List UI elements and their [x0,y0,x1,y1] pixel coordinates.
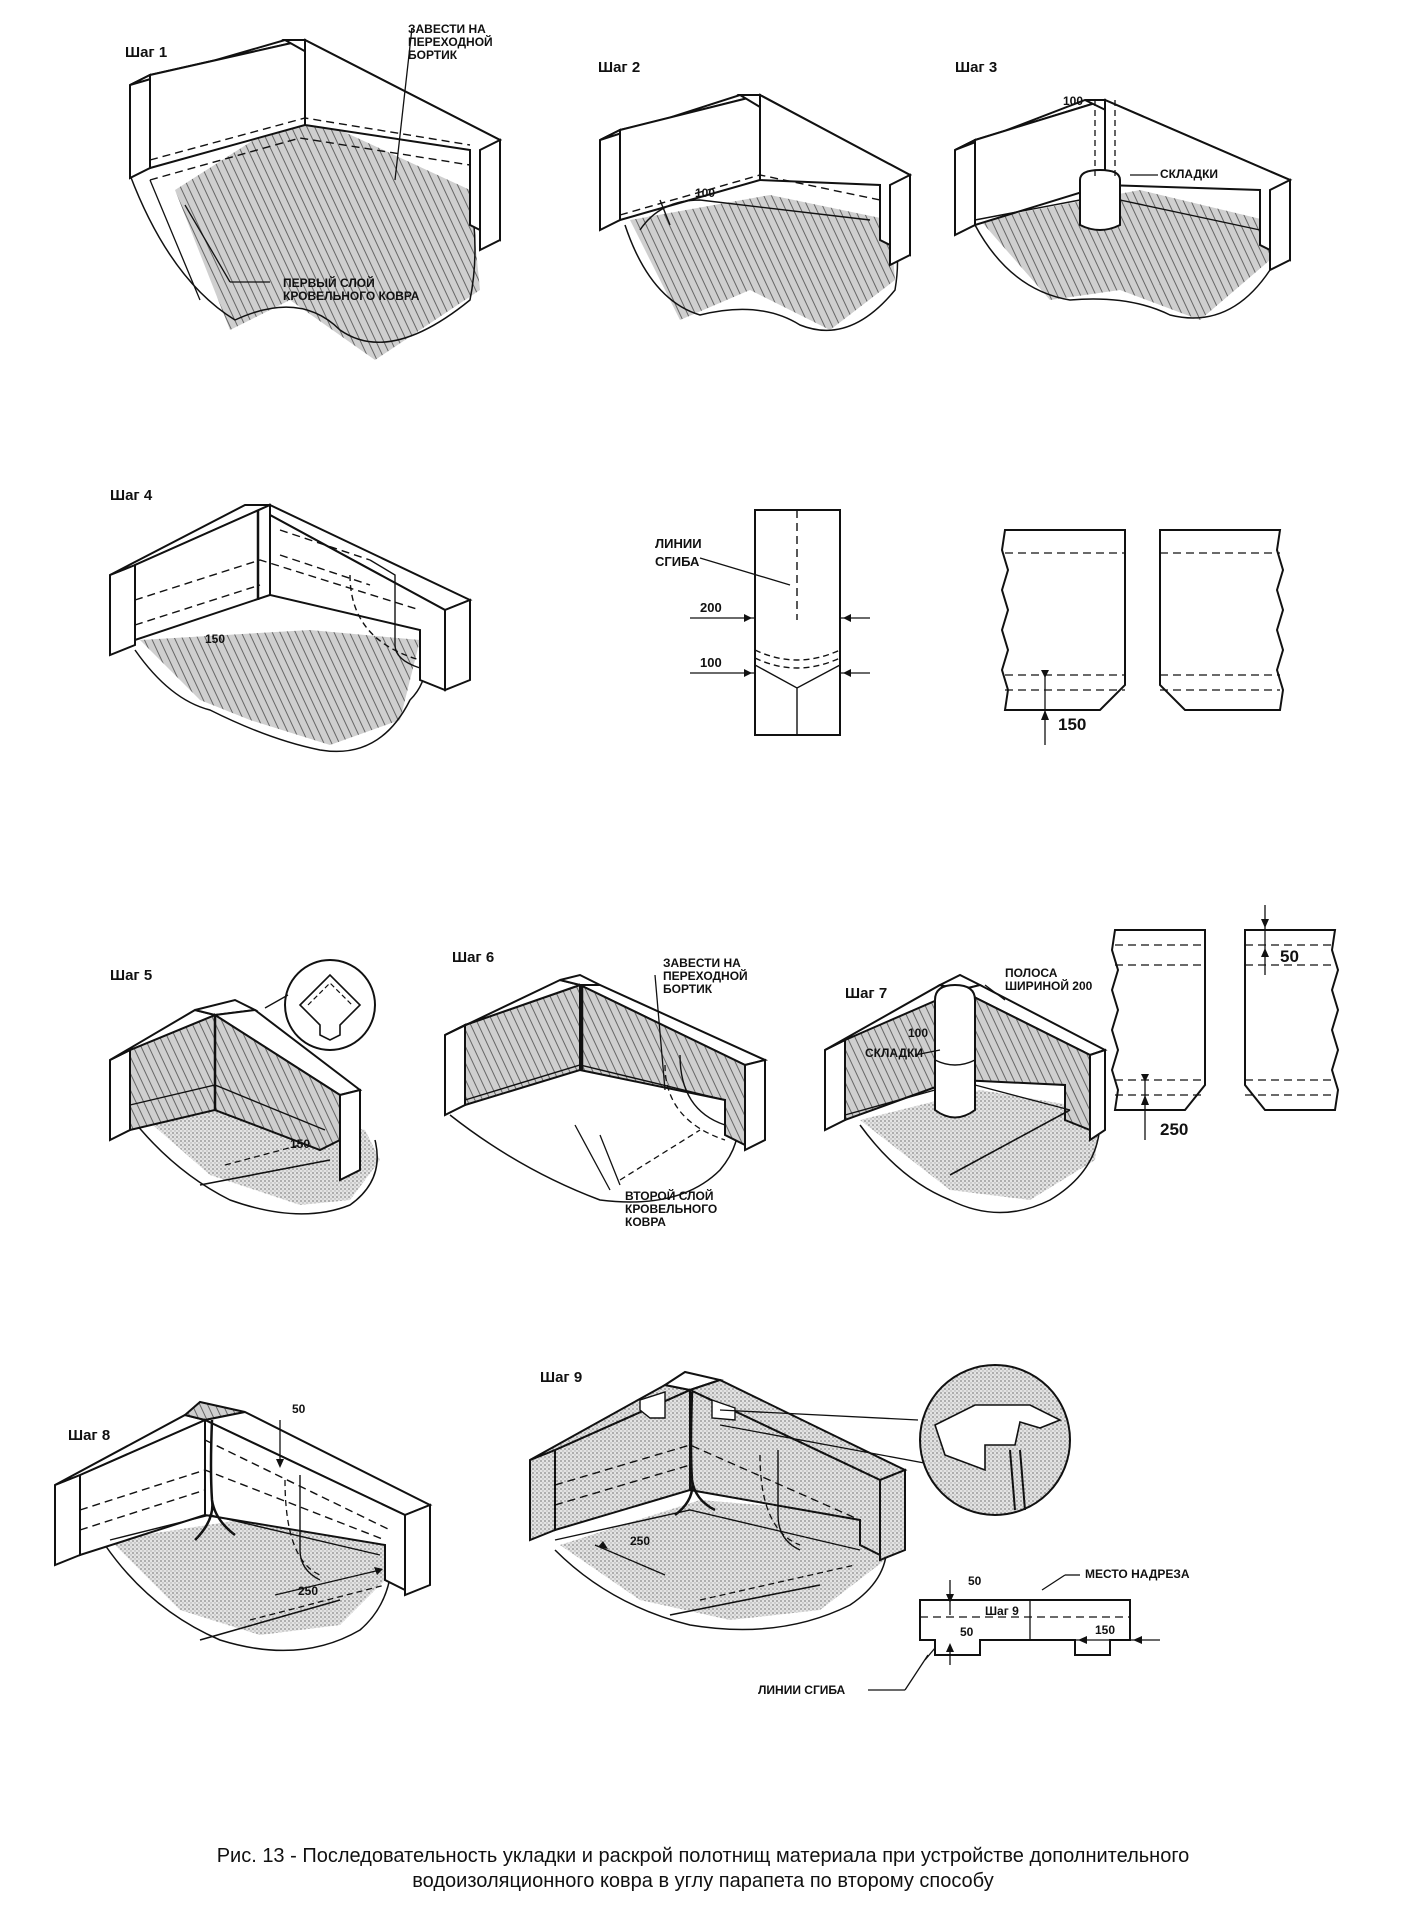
note-s6-bottom-1: ВТОРОЙ СЛОЙ [625,1188,713,1203]
dim-s4-floor: 150 [205,632,225,646]
dim-s9-250: 250 [630,1534,650,1548]
step9-title: Шаг 9 [540,1369,582,1386]
step9-cut-pattern [868,1574,1160,1691]
note-s1-top-1: ЗАВЕСТИ НА [408,22,486,36]
step6-diagram [444,973,769,1203]
step4-cut-sheets [1000,529,1285,745]
dim-s7-50: 50 [1280,947,1299,966]
dim-s4-200: 200 [700,600,722,615]
note-s6-top-3: БОРТИК [663,982,713,996]
step4-title: Шаг 4 [110,487,153,504]
figure-caption-line-1: Рис. 13 - Последовательность укладки и р… [216,1845,1190,1867]
note-s6-top-2: ПЕРЕХОДНОЙ [663,968,748,983]
step8-title: Шаг 8 [68,1427,110,1444]
dim-s3: 100 [1063,94,1083,108]
dim-s9-50a: 50 [968,1574,982,1588]
note-s1-top-3: БОРТИК [408,48,458,62]
step6-title: Шаг 6 [452,949,494,966]
dim-s9-150: 150 [1095,1623,1115,1637]
note-s4-fold-lines-2: СГИБА [655,554,700,569]
step7-diagram [824,973,1108,1214]
step2-diagram [599,93,913,332]
note-s1-top-2: ПЕРЕХОДНОЙ [408,34,493,49]
dim-s7-250: 250 [1160,1120,1188,1139]
step2-title: Шаг 2 [598,59,640,76]
note-s7-strip-2: ШИРИНОЙ 200 [1005,978,1093,993]
note-s6-bottom-3: КОВРА [625,1215,666,1229]
step1-diagram [129,38,503,360]
dim-s5: 150 [290,1137,310,1151]
dim-s2: 100 [695,186,715,200]
note-s6-top-1: ЗАВЕСТИ НА [663,956,741,970]
note-s6-bottom-2: КРОВЕЛЬНОГО [625,1202,717,1216]
dim-s8-250: 250 [298,1584,318,1598]
note-s1-bottom-1: ПЕРВЫЙ СЛОЙ [283,275,375,290]
dim-s4-100: 100 [700,655,722,670]
step4-strip-pattern [690,509,870,736]
step5-title: Шаг 5 [110,967,152,984]
step1-title: Шаг 1 [125,44,167,61]
dim-s7-100: 100 [908,1026,928,1040]
note-s9-cut: МЕСТО НАДРЕЗА [1085,1567,1190,1581]
dim-s9-50b: 50 [960,1625,974,1639]
note-s7-strip-1: ПОЛОСА [1005,966,1058,980]
dim-s8-50: 50 [292,1402,306,1416]
step9-pattern-title: Шаг 9 [985,1604,1019,1618]
step3-title: Шаг 3 [955,59,997,76]
note-s1-bottom-2: КРОВЕЛЬНОГО КОВРА [283,289,420,303]
step7-title: Шаг 7 [845,985,887,1002]
figure-caption-line-2: водоизоляционного ковра в углу парапета … [412,1870,994,1892]
step4-diagram [109,503,473,753]
note-s7-folds: СКЛАДКИ [865,1046,923,1060]
step5-diagram [109,959,380,1215]
step7-cut-sheets [1110,905,1340,1140]
step3-diagram [954,98,1293,320]
step8-diagram [54,1400,433,1652]
note-s4-fold-lines-1: ЛИНИИ [655,536,702,551]
note-s3-folds: СКЛАДКИ [1160,167,1218,181]
dim-s4-cut: 150 [1058,715,1086,734]
step9-diagram [529,1364,1071,1631]
note-s9-fold-lines: ЛИНИИ СГИБА [758,1683,846,1697]
